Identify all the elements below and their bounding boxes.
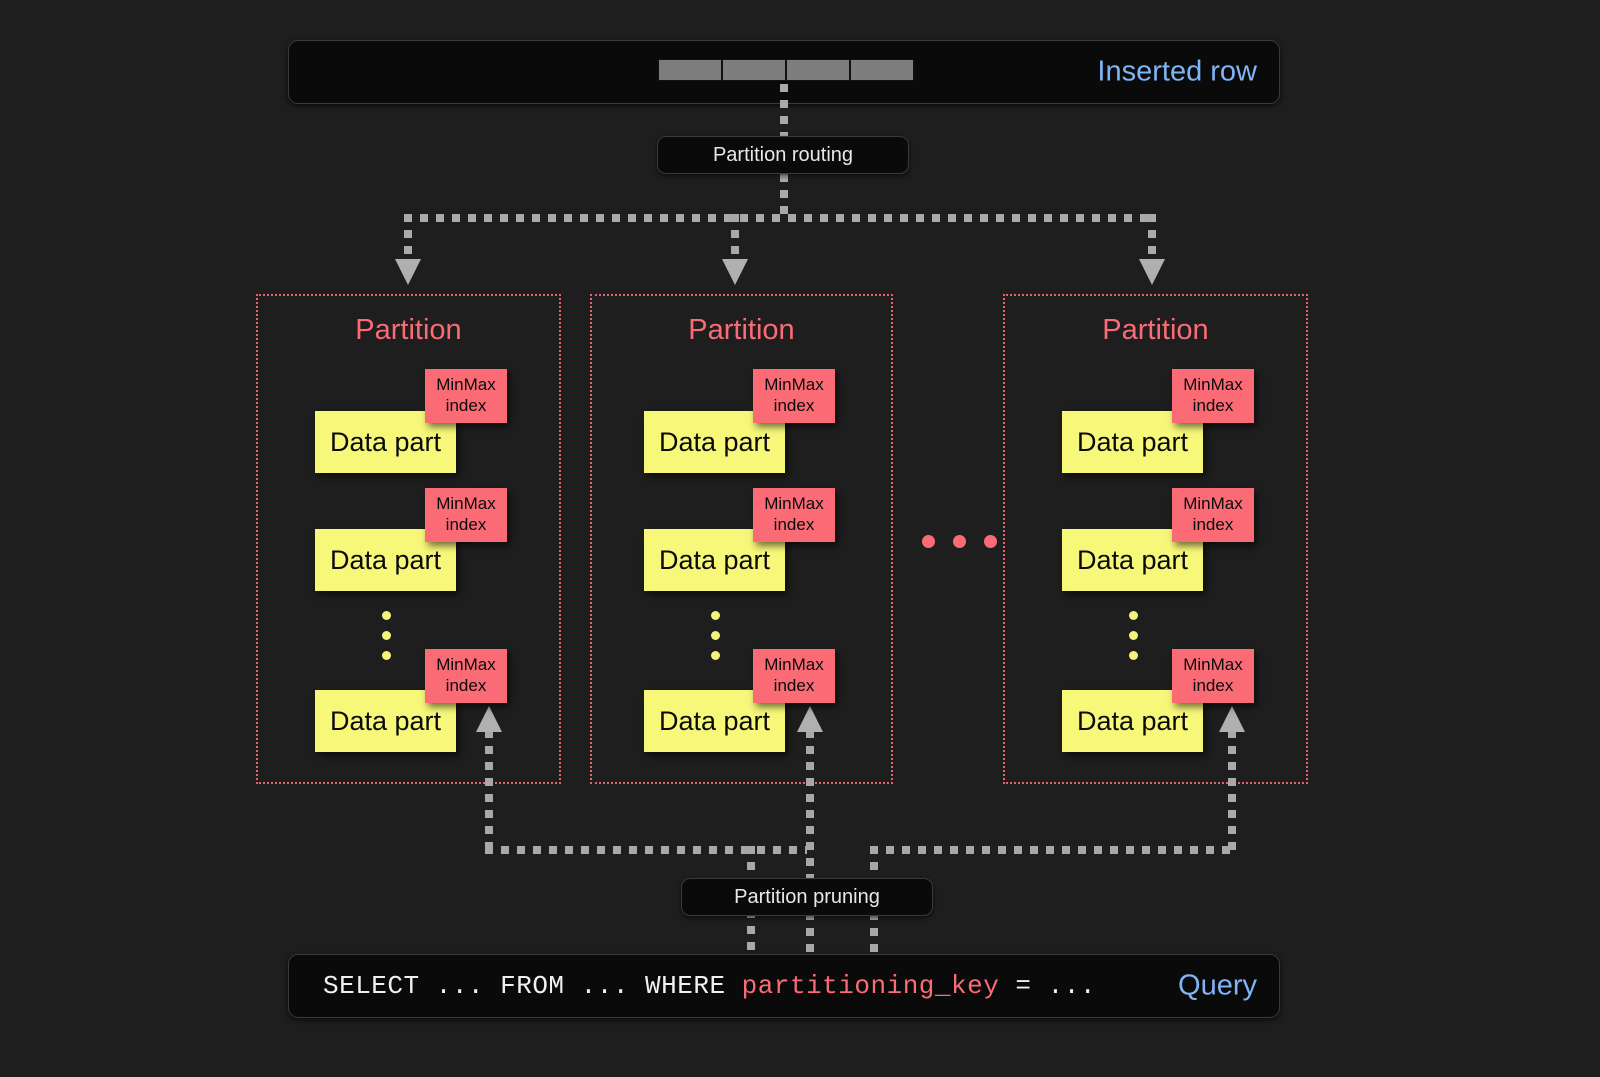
- query-sql-text: SELECT ... FROM ... WHERE partitioning_k…: [323, 971, 1096, 1001]
- partition-box-3: Partition: [1003, 294, 1308, 784]
- ellipsis-dot: [711, 651, 720, 660]
- minmax-index-1-3: MinMax index: [425, 649, 507, 703]
- connector-partition-2-down: [806, 730, 814, 880]
- ellipsis-dot: [1129, 631, 1138, 640]
- connector-pruning-to-query-3: [870, 880, 878, 956]
- ellipsis-dot: [382, 631, 391, 640]
- connector-row-to-routing: [780, 84, 788, 138]
- arrow-up-partition-3: [1219, 706, 1245, 732]
- ellipsis-dot: [984, 535, 997, 548]
- data-part-label: Data part: [1076, 705, 1189, 736]
- partition-title: Partition: [1102, 314, 1209, 346]
- ellipsis-dot: [922, 535, 935, 548]
- connector-partition-3-down: [1228, 730, 1236, 852]
- partition-pruning-label: Partition pruning: [734, 885, 880, 908]
- partition-title: Partition: [688, 314, 795, 346]
- row-cell: [850, 59, 914, 81]
- minmax-index-label: MinMax index: [764, 494, 824, 534]
- data-part-label: Data part: [658, 705, 771, 736]
- minmax-index-2-1: MinMax index: [753, 369, 835, 423]
- data-part-3-1: Data part: [1062, 411, 1203, 473]
- minmax-index-label: MinMax index: [436, 494, 496, 534]
- data-part-label: Data part: [1076, 544, 1189, 575]
- ellipsis-dot: [711, 631, 720, 640]
- ellipsis-dot: [382, 651, 391, 660]
- data-part-label: Data part: [658, 544, 771, 575]
- minmax-index-3-1: MinMax index: [1172, 369, 1254, 423]
- minmax-index-3-3: MinMax index: [1172, 649, 1254, 703]
- data-part-2-1: Data part: [644, 411, 785, 473]
- connector-pruning-left: [485, 846, 807, 854]
- partition-box-1: Partition: [256, 294, 561, 784]
- minmax-index-label: MinMax index: [436, 655, 496, 695]
- connector-bus-to-partition-2: [731, 214, 739, 262]
- minmax-index-3-2: MinMax index: [1172, 488, 1254, 542]
- connector-partition-1-down: [485, 730, 493, 852]
- data-part-label: Data part: [1076, 426, 1189, 457]
- ellipsis-dot: [953, 535, 966, 548]
- ellipsis-dot: [1129, 651, 1138, 660]
- arrow-down-partition-1: [395, 259, 421, 285]
- inserted-row-cells: [658, 59, 914, 81]
- ellipsis-dot: [382, 611, 391, 620]
- vertical-ellipsis-2: [711, 611, 720, 660]
- data-part-3-3: Data part: [1062, 690, 1203, 752]
- partition-title: Partition: [355, 314, 462, 346]
- partition-pruning-box[interactable]: Partition pruning: [681, 878, 933, 916]
- data-part-label: Data part: [329, 544, 442, 575]
- row-cell: [658, 59, 722, 81]
- minmax-index-2-3: MinMax index: [753, 649, 835, 703]
- arrow-up-partition-2: [797, 706, 823, 732]
- data-part-1-2: Data part: [315, 529, 456, 591]
- connector-pruning-right-drop: [870, 846, 878, 880]
- data-part-label: Data part: [329, 705, 442, 736]
- partition-routing-label: Partition routing: [712, 143, 854, 166]
- query-label: Query: [1178, 969, 1257, 1002]
- minmax-index-2-2: MinMax index: [753, 488, 835, 542]
- minmax-index-1-1: MinMax index: [425, 369, 507, 423]
- connector-bus-to-partition-1: [404, 214, 412, 262]
- data-part-label: Data part: [658, 426, 771, 457]
- routing-bus: [404, 214, 1156, 222]
- data-part-label: Data part: [329, 426, 442, 457]
- vertical-ellipsis-3: [1129, 611, 1138, 660]
- query-prefix: SELECT ... FROM ... WHERE: [323, 971, 742, 1001]
- inserted-row-label: Inserted row: [1097, 55, 1257, 88]
- row-cell: [786, 59, 850, 81]
- connector-bus-to-partition-3: [1148, 214, 1156, 262]
- arrow-up-partition-1: [476, 706, 502, 732]
- minmax-index-label: MinMax index: [1183, 494, 1243, 534]
- partition-routing-box[interactable]: Partition routing: [657, 136, 909, 174]
- connector-pruning-to-query-2: [806, 880, 814, 956]
- query-bar: SELECT ... FROM ... WHERE partitioning_k…: [288, 954, 1280, 1018]
- minmax-index-label: MinMax index: [1183, 375, 1243, 415]
- vertical-ellipsis-1: [382, 611, 391, 660]
- partition-ellipsis: [922, 535, 997, 548]
- query-partitioning-key: partitioning_key: [741, 971, 1000, 1001]
- ellipsis-dot: [711, 611, 720, 620]
- minmax-index-label: MinMax index: [1183, 655, 1243, 695]
- row-cell: [722, 59, 786, 81]
- minmax-index-1-2: MinMax index: [425, 488, 507, 542]
- ellipsis-dot: [1129, 611, 1138, 620]
- connector-routing-to-bus: [780, 174, 788, 218]
- arrow-down-partition-2: [722, 259, 748, 285]
- partition-box-2: Partition: [590, 294, 893, 784]
- minmax-index-label: MinMax index: [764, 375, 824, 415]
- minmax-index-label: MinMax index: [764, 655, 824, 695]
- connector-pruning-right: [870, 846, 1236, 854]
- data-part-1-3: Data part: [315, 690, 456, 752]
- minmax-index-label: MinMax index: [436, 375, 496, 415]
- arrow-down-partition-3: [1139, 259, 1165, 285]
- query-suffix: = ...: [999, 971, 1096, 1001]
